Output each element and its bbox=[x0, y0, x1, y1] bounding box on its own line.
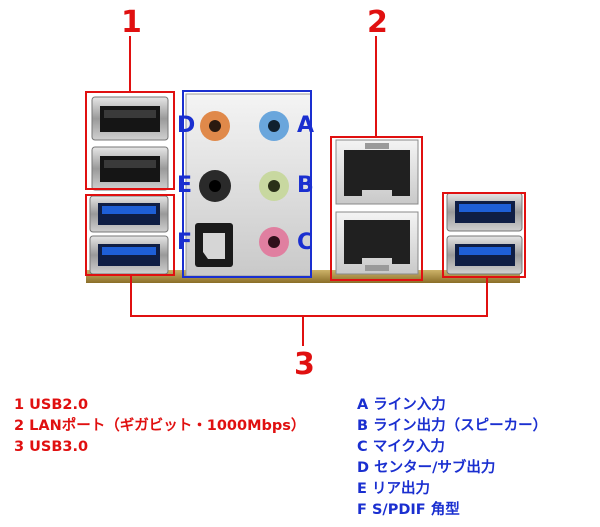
audio-jack-e-black bbox=[199, 170, 231, 202]
letter-a: A bbox=[297, 113, 315, 138]
bracket-3 bbox=[130, 275, 488, 346]
legend-item-f: F S/PDIF 角型 bbox=[357, 502, 460, 518]
legend-item-b: B ライン出力（スピーカー） bbox=[357, 418, 548, 434]
legend-item-e: E リア出力 bbox=[357, 481, 430, 497]
callout-1: 1 bbox=[121, 5, 142, 40]
rj45-port-bottom bbox=[335, 211, 419, 275]
usb3-port-right-top bbox=[446, 192, 523, 232]
legend-item-d: D センター/サブ出力 bbox=[357, 460, 496, 476]
box-audio bbox=[182, 90, 312, 278]
audio-jack-b-green bbox=[259, 171, 289, 201]
legend-item-a: A ライン入力 bbox=[357, 397, 446, 413]
optical-port-f bbox=[195, 223, 233, 267]
legend-lettered: A ライン入力 B ライン出力（スピーカー） C マイク入力 D センター/サブ… bbox=[357, 395, 547, 521]
audio-jack-c-pink bbox=[259, 227, 289, 257]
callout-3: 3 bbox=[294, 347, 315, 382]
letter-f: F bbox=[177, 230, 193, 255]
usb2-port-top bbox=[91, 96, 169, 141]
usb2-port-bottom bbox=[91, 146, 169, 191]
legend-item-1: 1 USB2.0 bbox=[14, 397, 89, 413]
letter-b: B bbox=[297, 173, 314, 198]
legend-numbered: 1 USB2.0 2 LANポート（ギガビット・1000Mbps） 3 USB3… bbox=[14, 395, 305, 458]
audio-jack-a-blue bbox=[259, 111, 289, 141]
audio-jack-d-orange bbox=[200, 111, 230, 141]
usb3-port-left-bottom bbox=[89, 235, 169, 275]
box-usb3-right bbox=[442, 192, 526, 278]
legend-item-3: 3 USB3.0 bbox=[14, 439, 89, 455]
callout-2: 2 bbox=[367, 5, 388, 40]
rj45-port-top bbox=[335, 139, 419, 205]
letter-c: C bbox=[297, 230, 314, 255]
letter-d: D bbox=[177, 113, 196, 138]
letter-e: E bbox=[177, 173, 193, 198]
usb3-port-left-top bbox=[89, 195, 169, 233]
legend-item-c: C マイク入力 bbox=[357, 439, 445, 455]
legend-item-2: 2 LANポート（ギガビット・1000Mbps） bbox=[14, 418, 306, 434]
usb3-port-right-bottom bbox=[446, 235, 523, 275]
